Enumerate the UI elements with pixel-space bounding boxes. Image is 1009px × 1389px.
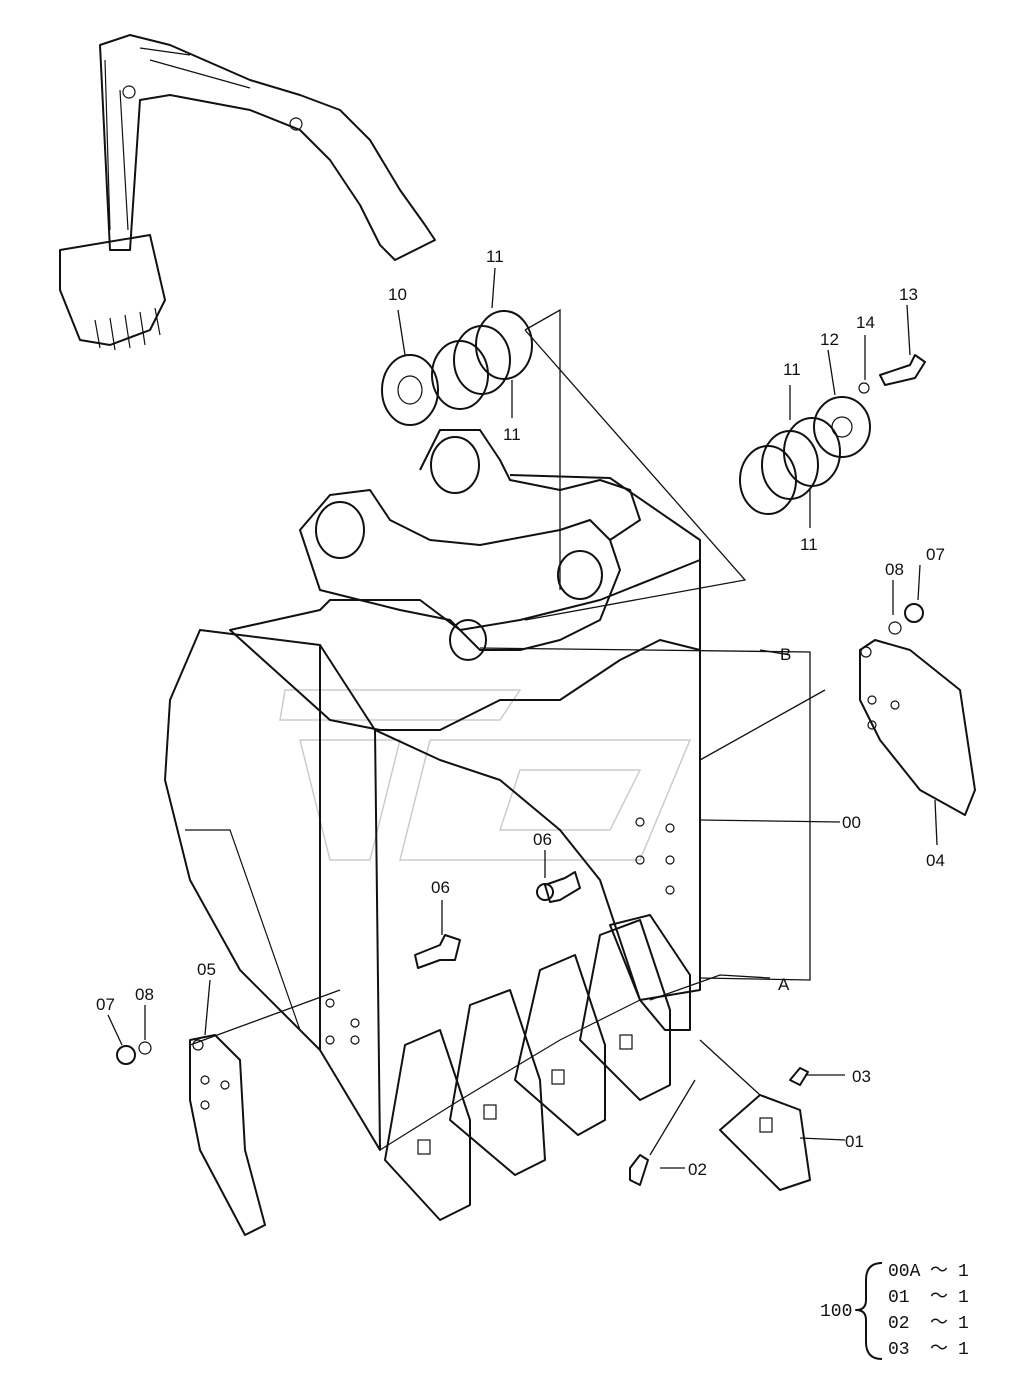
- callout-08: 08: [885, 560, 904, 579]
- summary-qty: 1: [958, 1288, 969, 1308]
- callout-08: 08: [135, 985, 154, 1004]
- summary-qty: 1: [958, 1262, 969, 1282]
- callout-12: 12: [820, 330, 839, 349]
- summary-qty: 1: [958, 1314, 969, 1334]
- leader-lines: [107, 267, 938, 1169]
- hardware-parts: [116, 354, 926, 1065]
- summary-part: 02: [888, 1314, 910, 1334]
- callout-11: 11: [486, 247, 504, 266]
- callout-11: 11: [800, 535, 818, 554]
- callout-03: 03: [852, 1067, 871, 1086]
- lock-03: [789, 1067, 809, 1086]
- callout-06: 06: [431, 878, 450, 897]
- summary-sep: ～: [930, 1288, 948, 1308]
- callout-04: 04: [926, 851, 945, 870]
- callout-11: 11: [503, 425, 521, 444]
- callout-13: 13: [899, 285, 918, 304]
- callout-11: 11: [783, 360, 801, 379]
- summary-part: 01: [888, 1288, 910, 1308]
- excavator-arm-drawing: [59, 34, 436, 351]
- callout-10: 10: [388, 285, 407, 304]
- callout-14: 14: [856, 313, 875, 332]
- summary-part: 03: [888, 1340, 910, 1360]
- summary-row: 01 ～ 1: [888, 1288, 969, 1308]
- summary-row: 00A ～ 1: [888, 1262, 969, 1282]
- summary-sep: ～: [930, 1340, 948, 1360]
- summary-row: 02 ～ 1: [888, 1314, 969, 1334]
- callout-B: B: [780, 645, 791, 664]
- pin-02: [629, 1154, 649, 1186]
- shim-set-upper: [431, 310, 533, 410]
- callout-07: 07: [96, 995, 115, 1014]
- loose-tooth-01: [719, 1094, 811, 1191]
- callout-01: 01: [845, 1132, 864, 1151]
- callout-labels: 10 11 11 11 11 12 13 14 07 08 B 00 04 06…: [96, 247, 945, 1179]
- callout-00: 00: [842, 813, 861, 832]
- summary-row: 03 ～ 1: [888, 1340, 969, 1360]
- callout-06: 06: [533, 830, 552, 849]
- summary-sep: ～: [930, 1262, 948, 1282]
- callout-05: 05: [197, 960, 216, 979]
- side-cutter-04: [859, 639, 976, 816]
- summary-group: 100: [820, 1302, 852, 1322]
- callout-A: A: [778, 975, 790, 994]
- callout-07: 07: [926, 545, 945, 564]
- summary-qty: 1: [958, 1340, 969, 1360]
- bucket-teeth: [384, 914, 691, 1221]
- shim-set-right: [739, 417, 841, 515]
- summary-part: 00A: [888, 1262, 921, 1282]
- summary-sep: ～: [930, 1314, 948, 1334]
- callout-02: 02: [688, 1160, 707, 1179]
- bucket-body: [164, 429, 701, 1151]
- side-cutter-05: [189, 1034, 266, 1236]
- summary-brace: [855, 1262, 883, 1360]
- parts-summary: 100 00A ～ 1 01 ～ 1 02 ～ 1 03 ～ 1: [820, 1262, 969, 1360]
